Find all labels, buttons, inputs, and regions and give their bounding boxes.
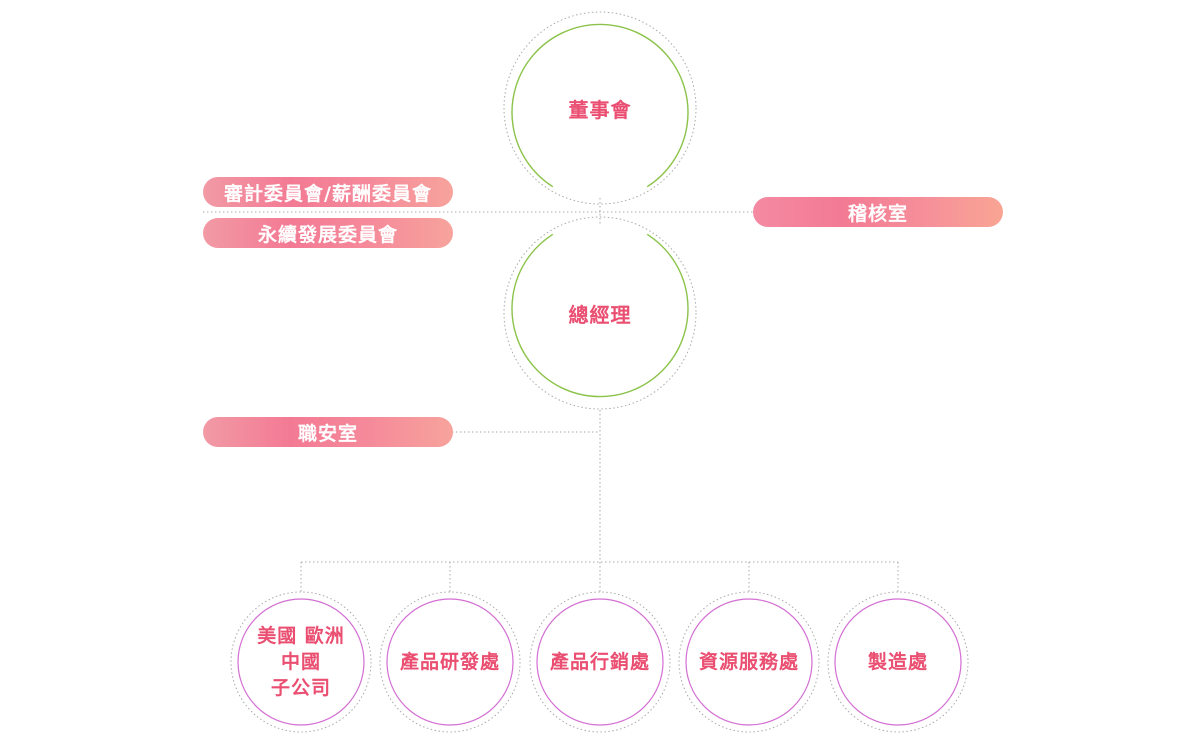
dept-manufacturing: 製造處 — [835, 599, 961, 725]
board-node: 董事會 — [515, 23, 685, 193]
committee-label: 審計委員會/薪酬委員會 — [224, 182, 432, 205]
safety-office: 職安室 — [203, 417, 453, 447]
ceo-outer-ring — [503, 216, 697, 410]
dept-outer-ring — [827, 591, 969, 733]
dept-outer-ring — [230, 591, 372, 733]
audit-office-label: 稽核室 — [847, 202, 908, 225]
dept-label: 產品行銷處 — [549, 651, 650, 673]
dept-product-marketing: 產品行銷處 — [537, 599, 663, 725]
dept-overseas-subsidiaries: 美國 歐洲 中國 子公司 — [238, 599, 364, 725]
board-label: 董事會 — [568, 97, 632, 122]
dept-label: 製造處 — [867, 651, 928, 673]
dept-inner-ring — [237, 598, 365, 726]
dept-product-rd: 產品研發處 — [387, 599, 513, 725]
ceo-node: 總經理 — [515, 228, 685, 398]
committee-audit-compensation: 審計委員會/薪酬委員會 — [203, 177, 453, 207]
dept-label-line: 中國 — [280, 651, 321, 673]
safety-office-label: 職安室 — [297, 422, 358, 445]
dept-inner-ring — [834, 598, 962, 726]
committee-label: 永續發展委員會 — [257, 223, 398, 246]
dept-inner-ring — [685, 598, 813, 726]
dept-label-line: 子公司 — [270, 677, 331, 699]
committee-sustainability: 永續發展委員會 — [203, 218, 453, 248]
board-outer-ring — [503, 11, 697, 205]
ceo-inner-ring — [511, 233, 689, 398]
board-inner-ring — [511, 23, 689, 188]
dept-inner-ring — [536, 598, 664, 726]
dept-label: 資源服務處 — [698, 651, 799, 673]
dept-outer-ring — [678, 591, 820, 733]
dept-label: 產品研發處 — [399, 651, 500, 673]
dept-resource-services: 資源服務處 — [686, 599, 812, 725]
dept-outer-ring — [529, 591, 671, 733]
ceo-label: 總經理 — [568, 302, 632, 327]
audit-office: 稽核室 — [753, 197, 1003, 227]
dept-outer-ring — [379, 591, 521, 733]
dept-inner-ring — [386, 598, 514, 726]
dept-label-line: 美國 歐洲 — [257, 625, 345, 647]
